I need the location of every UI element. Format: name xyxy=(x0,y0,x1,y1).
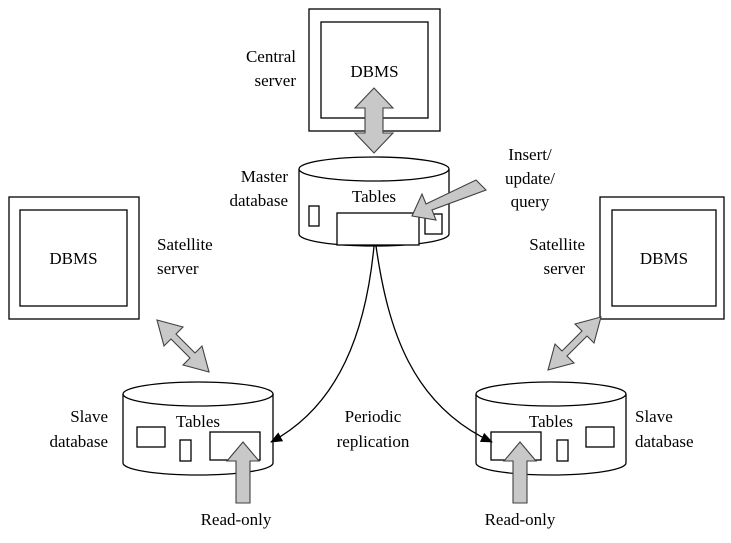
right-dbms-label: DBMS xyxy=(640,249,688,268)
insert-update-query-arrow xyxy=(411,179,487,221)
left-slave-table-a xyxy=(136,426,166,448)
master-database-label-line2: database xyxy=(229,191,288,210)
left-satellite-label-line1: Satellite xyxy=(157,235,213,254)
master-database-label-line1: Master xyxy=(241,167,289,186)
operations-label-line1: Insert/ xyxy=(508,145,552,164)
central-server-label-line1: Central xyxy=(246,47,296,66)
replication-curve-right xyxy=(375,245,493,443)
right-dbms-box xyxy=(611,209,717,307)
master-table-main xyxy=(336,212,420,246)
right-slave-table-a xyxy=(585,426,615,448)
satellite-server-left: DBMS Satellite server xyxy=(8,196,213,320)
left-read-only-label: Read-only xyxy=(201,510,272,529)
replication-curve-left xyxy=(270,245,375,443)
right-read-only-label: Read-only xyxy=(485,510,556,529)
right-slave-tables-label: Tables xyxy=(529,412,573,431)
master-tables-label: Tables xyxy=(352,187,396,206)
satellite-server-right: DBMS Satellite server xyxy=(529,196,725,320)
replication-label-line1: Periodic xyxy=(345,407,402,426)
right-read-only-arrow xyxy=(502,441,538,504)
left-read-only-arrow xyxy=(225,441,261,504)
left-slave-tables-label: Tables xyxy=(176,412,220,431)
central-server-label-line2: server xyxy=(254,71,296,90)
right-slave-table-b xyxy=(556,439,569,462)
left-slave-cylinder-top xyxy=(122,381,274,407)
central-master-double-arrow xyxy=(353,87,395,154)
left-dbms-box xyxy=(19,209,128,307)
central-server: DBMS Central server xyxy=(246,8,441,132)
master-cylinder-top xyxy=(298,156,450,182)
operations-label-line3: query xyxy=(511,192,550,211)
right-slave-label-line1: Slave xyxy=(635,407,673,426)
right-satellite-label-line2: server xyxy=(543,259,585,278)
central-dbms-label: DBMS xyxy=(350,62,398,81)
operations-label-line2: update/ xyxy=(505,169,555,188)
left-satellite-label-line2: server xyxy=(157,259,199,278)
left-satellite-slave-double-arrow xyxy=(156,319,210,373)
right-satellite-label-line1: Satellite xyxy=(529,235,585,254)
replication-label-line2: replication xyxy=(337,432,410,451)
left-slave-label-line2: database xyxy=(49,432,108,451)
right-slave-cylinder-top xyxy=(475,381,627,407)
master-table-small-left xyxy=(308,205,320,227)
left-slave-label-line1: Slave xyxy=(70,407,108,426)
left-slave-table-b xyxy=(179,439,192,462)
right-satellite-slave-double-arrow xyxy=(547,316,602,371)
right-slave-label-line2: database xyxy=(635,432,694,451)
left-dbms-label: DBMS xyxy=(49,249,97,268)
master-database: Tables Master database xyxy=(229,156,450,247)
